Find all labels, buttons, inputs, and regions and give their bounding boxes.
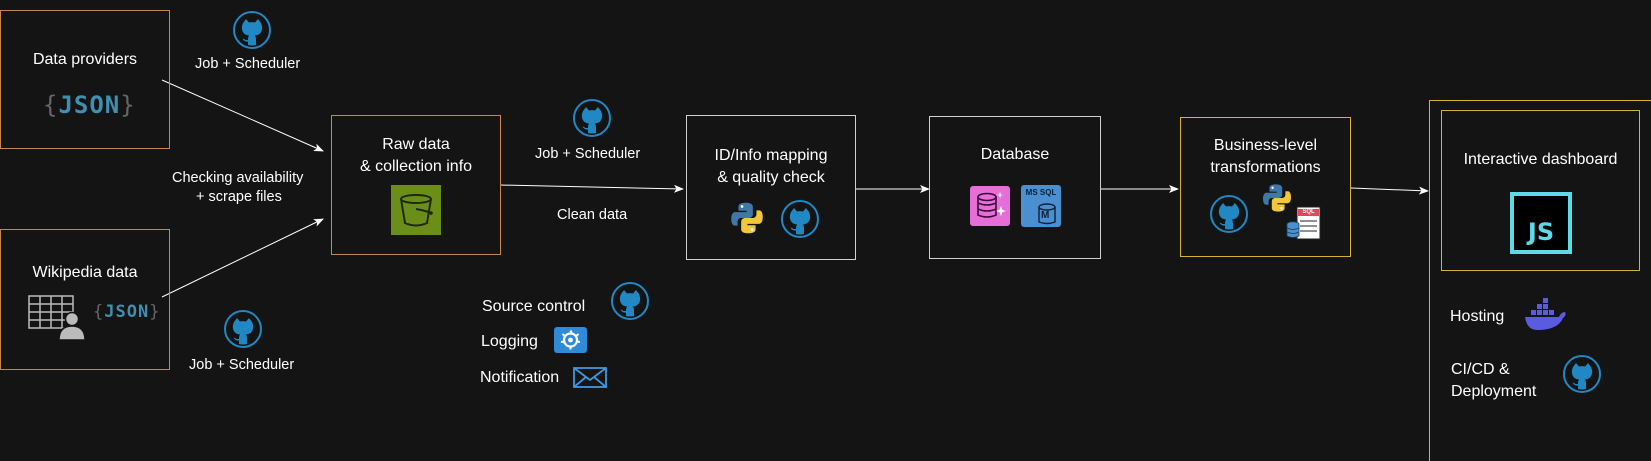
bucket-icon [391, 185, 441, 235]
job-scheduler-label: Job + Scheduler [195, 56, 301, 72]
user-table-icon [28, 295, 86, 340]
docker-icon [1525, 298, 1566, 330]
business-subtitle: transformations [1210, 159, 1321, 176]
raw-data-title: Raw data [382, 136, 450, 153]
data-providers-node: Data providers {JSON} [0, 10, 170, 149]
dashboard-container: Interactive dashboard JS Hosting CI/CD &… [1429, 100, 1651, 461]
mail-icon [573, 367, 607, 388]
grafana-icon [554, 327, 587, 353]
database-title: Database [980, 146, 1050, 163]
github-icon [572, 98, 612, 138]
arrow-business-to-dashboard [1350, 186, 1429, 195]
github-icon [1562, 354, 1602, 394]
notification-label: Notification [480, 369, 560, 386]
logging-label: Logging [481, 333, 538, 350]
cicd-label: CI/CD & [1451, 361, 1510, 378]
business-title: Business-level [1213, 137, 1318, 154]
mssql-label: MS SQL [1025, 188, 1057, 197]
id-mapping-node: ID/Info mapping & quality check [686, 115, 856, 260]
sql-script-icon: SQL [1285, 206, 1321, 240]
business-transformations-node: Business-level transformations SQL [1180, 117, 1351, 257]
json-icon: {JSON} [43, 91, 136, 119]
dashboard-title: Interactive dashboard [1463, 151, 1618, 168]
github-icon [232, 10, 272, 50]
arrow-raw-to-mapping [499, 184, 684, 193]
sql-tag: SQL [1302, 209, 1315, 215]
checking-availability-label: Checking availability [172, 170, 304, 186]
raw-data-node: Raw data & collection info [331, 115, 501, 255]
wikipedia-data-node: Wikipedia data {JSON} [0, 229, 170, 370]
id-mapping-title: ID/Info mapping [714, 147, 828, 164]
data-providers-title: Data providers [32, 51, 138, 68]
python-icon [729, 200, 765, 236]
github-icon [610, 281, 650, 321]
mssql-icon: MS SQL M [1021, 185, 1061, 227]
scrape-files-label: + scrape files [196, 189, 282, 205]
js-icon: JS [1510, 192, 1572, 254]
database-sparkle-icon [970, 186, 1010, 226]
hosting-label: Hosting [1450, 308, 1505, 325]
github-icon [223, 309, 263, 349]
arrow-providers-to-raw [161, 79, 324, 152]
id-mapping-subtitle: & quality check [717, 169, 825, 186]
json-icon: {JSON} [93, 302, 161, 322]
js-label: JS [1527, 218, 1555, 246]
source-control-label: Source control [482, 298, 586, 315]
mssql-m: M [1041, 210, 1050, 221]
arrow-wikipedia-to-raw [161, 218, 324, 298]
github-icon [1209, 194, 1249, 234]
job-scheduler-label: Job + Scheduler [189, 357, 295, 373]
deployment-label: Deployment [1451, 383, 1537, 400]
job-scheduler-label: Job + Scheduler [535, 146, 641, 162]
clean-data-label: Clean data [557, 207, 628, 223]
github-icon [780, 199, 820, 239]
raw-data-subtitle: & collection info [359, 158, 473, 175]
wikipedia-data-title: Wikipedia data [32, 264, 138, 281]
database-node: Database MS SQL M [929, 116, 1101, 259]
interactive-dashboard-node: Interactive dashboard JS [1441, 110, 1640, 271]
